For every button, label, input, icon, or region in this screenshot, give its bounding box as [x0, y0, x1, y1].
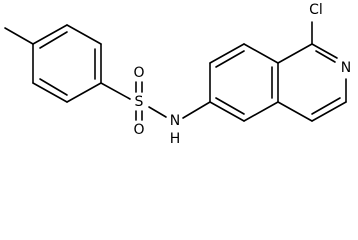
ring-bond: [66, 82, 102, 103]
ring-nitrogen-atom-label: N: [341, 60, 351, 76]
ring-bond: [243, 101, 279, 122]
sulfur-nitrogen-bond: [148, 106, 167, 118]
ring-bond: [209, 43, 245, 64]
oxygen-bottom-atom-label: O: [133, 122, 144, 138]
ring-bond: [32, 24, 68, 45]
oxygen-top-atom-label: O: [133, 65, 144, 81]
isoquinoline-benzo-ring: [209, 43, 279, 122]
toluene-ring: [32, 24, 102, 103]
ring-bond: [209, 101, 245, 122]
ring-bond: [277, 43, 313, 64]
ring-bond: [311, 43, 338, 59]
ring-double-bond: [315, 50, 336, 63]
amide-hydrogen-atom-label: H: [170, 131, 181, 147]
amide-nitrogen-atom-label: N: [170, 113, 180, 129]
nitrogen-aryl-bond: [182, 101, 211, 119]
ring-bond: [243, 43, 279, 64]
chemical-structure-diagram: S O O N H Cl N: [4, 2, 351, 147]
isoquinoline-pyridine-ring: [277, 43, 347, 122]
ring-double-bond: [215, 97, 245, 115]
sulfur-atom-label: S: [135, 94, 144, 110]
ring-double-bond: [311, 97, 341, 115]
aryl-sulfur-bond: [100, 82, 131, 100]
ring-bond: [66, 24, 102, 45]
methyl-bond: [4, 27, 34, 45]
ring-double-bond: [215, 50, 245, 68]
ring-bond: [32, 82, 68, 103]
ring-double-bond: [39, 78, 68, 96]
ring-bond: [277, 101, 313, 122]
ring-double-bond: [39, 31, 68, 49]
ring-bond: [311, 101, 347, 122]
chlorine-atom-label: Cl: [309, 2, 323, 18]
